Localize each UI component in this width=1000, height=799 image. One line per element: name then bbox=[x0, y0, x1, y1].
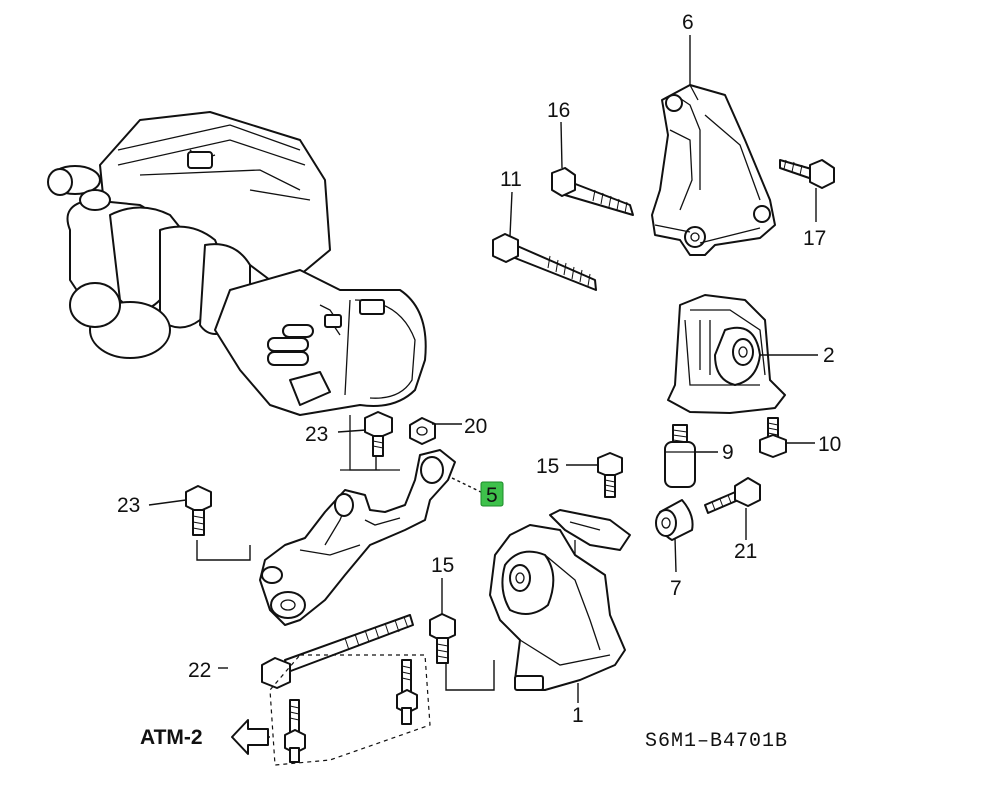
callout-11: 11 bbox=[500, 168, 522, 191]
callout-9: 9 bbox=[722, 441, 734, 464]
part-5-mount-bracket bbox=[259, 449, 456, 626]
callout-15-upper: 15 bbox=[536, 455, 559, 478]
atm-2-label: ATM-2 bbox=[140, 726, 203, 749]
callout-16: 16 bbox=[547, 99, 570, 122]
bolt-11 bbox=[492, 233, 597, 291]
callout-22: 22 bbox=[188, 659, 211, 682]
part-6-upper-mount-bracket bbox=[651, 84, 776, 256]
bolt-15-upper bbox=[597, 452, 623, 498]
callout-15-lower: 15 bbox=[431, 554, 454, 577]
callout-1: 1 bbox=[572, 704, 584, 727]
part-1-lower-mount bbox=[489, 509, 631, 691]
callout-5-highlight bbox=[480, 481, 504, 507]
callout-2: 2 bbox=[823, 344, 835, 367]
callout-5: 5 bbox=[486, 484, 498, 507]
bolt-15-lower bbox=[429, 613, 456, 664]
callout-21: 21 bbox=[734, 540, 757, 563]
callout-7: 7 bbox=[670, 577, 682, 600]
leader-lines bbox=[148, 35, 818, 738]
bolt-16 bbox=[551, 167, 634, 216]
nut-20 bbox=[409, 417, 436, 445]
callout-10: 10 bbox=[818, 433, 841, 456]
diagram-code: S6M1–B4701B bbox=[645, 730, 788, 753]
studs-atm-2 bbox=[284, 659, 418, 763]
callout-6: 6 bbox=[682, 11, 694, 34]
bolt-21 bbox=[704, 477, 761, 514]
callout-23-left: 23 bbox=[117, 494, 140, 517]
bolt-17 bbox=[779, 159, 835, 189]
bolt-10 bbox=[759, 417, 787, 458]
callout-20: 20 bbox=[464, 415, 487, 438]
callout-17: 17 bbox=[803, 227, 826, 250]
callout-23-upper: 23 bbox=[305, 423, 328, 446]
bolt-23-upper bbox=[364, 411, 393, 457]
bolt-23-left bbox=[185, 485, 212, 536]
atm-2-arrow bbox=[231, 719, 269, 755]
part-2-engine-mount bbox=[667, 294, 786, 414]
engine-assembly-drawing bbox=[47, 111, 427, 471]
part-9-bushing bbox=[664, 424, 696, 488]
bolt-22 bbox=[261, 614, 414, 689]
part-7-bushing bbox=[655, 499, 694, 541]
